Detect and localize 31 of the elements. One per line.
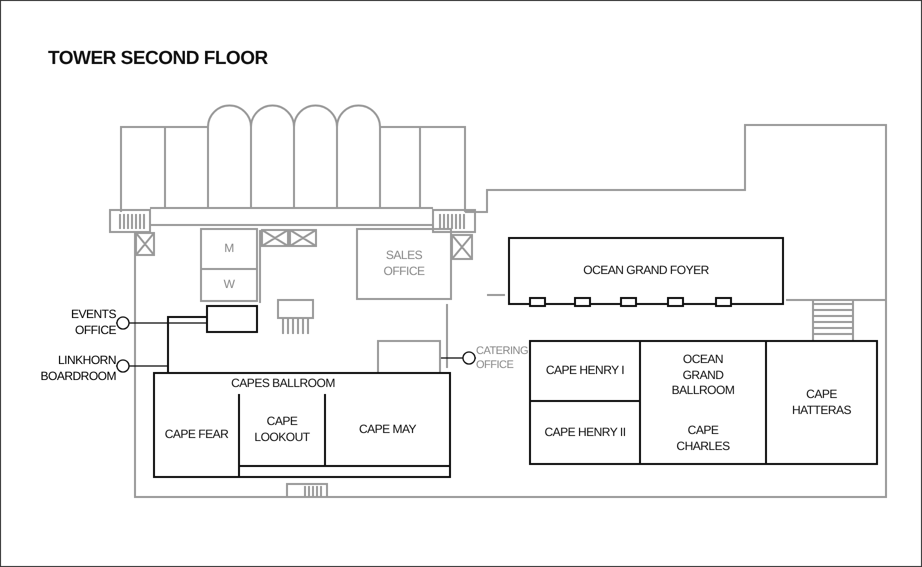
room-name: OCEAN GRAND FOYER [583, 263, 709, 279]
room-name: CAPE FEAR [164, 427, 228, 443]
room-name: W [224, 277, 234, 293]
room [167, 316, 207, 372]
room-name: CATERING OFFICE [476, 344, 528, 372]
leader-line [116, 359, 167, 373]
room [377, 340, 441, 372]
ballroom-name: CAPES BALLROOM [230, 376, 336, 392]
room-name: CAPE HATTERAS [790, 386, 852, 418]
room-name: CAPE CHARLES [675, 422, 731, 454]
floor-plan-title: TOWER SECOND FLOOR [48, 48, 268, 70]
leader-line [441, 351, 476, 365]
room [200, 228, 258, 270]
room [200, 270, 258, 302]
room [356, 228, 452, 300]
ballroom [529, 340, 878, 465]
room-name: CAPE HENRY II [544, 424, 626, 440]
room-name: SALES OFFICE [382, 248, 426, 280]
room-name: M [224, 241, 234, 257]
room-name: CAPE LOOKOUT [253, 414, 311, 446]
leader-line [116, 316, 206, 330]
room-name: LINKHORN BOARDROOM [39, 353, 116, 385]
room [240, 394, 326, 467]
room [206, 305, 258, 333]
room-name: EVENTS OFFICE [70, 307, 116, 339]
room-name: CAPE HENRY I [546, 363, 624, 379]
ballroom [153, 372, 451, 478]
ballroom-name: OCEAN GRAND BALLROOM [670, 352, 736, 399]
room [531, 342, 641, 402]
room [508, 237, 784, 305]
room-name: CAPE MAY [358, 422, 416, 438]
